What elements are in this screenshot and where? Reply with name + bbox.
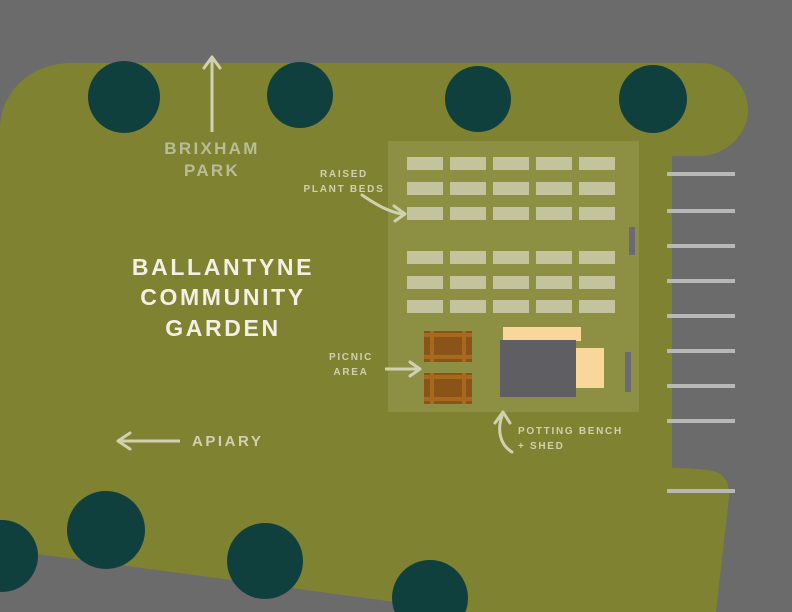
shed	[500, 340, 576, 397]
plant-bed	[493, 207, 529, 220]
parking-stall-line	[667, 279, 735, 283]
parking-stall-line	[667, 384, 735, 388]
walking-path-wedge	[0, 554, 430, 612]
gate-post	[629, 227, 635, 255]
picnic-area-arrow-icon	[385, 360, 422, 378]
plant-bed	[450, 276, 486, 289]
plant-bed	[407, 276, 443, 289]
garden-name-label: BALLANTYNE COMMUNITY GARDEN	[131, 254, 315, 341]
plant-bed	[407, 300, 443, 313]
parking-stall-lines	[667, 172, 735, 493]
plant-bed	[579, 182, 615, 195]
tree-icon	[619, 65, 687, 133]
raised-plant-beds-label: RAISED PLANT BEDS	[303, 169, 385, 195]
plant-bed	[579, 276, 615, 289]
plant-bed	[493, 276, 529, 289]
plant-bed	[493, 157, 529, 170]
park-name-label: BRIXHAM PARK	[164, 139, 260, 181]
plant-bed	[536, 276, 572, 289]
plant-bed	[536, 300, 572, 313]
tree-icon	[88, 61, 160, 133]
tree-icon	[445, 66, 511, 132]
parking-stall-line	[667, 349, 735, 353]
potting-bench	[576, 348, 604, 388]
plant-bed	[407, 182, 443, 195]
apiary-direction-arrow-icon	[116, 431, 180, 451]
parking-stall-line	[667, 489, 735, 493]
plant-bed	[407, 207, 443, 220]
park-direction-arrow-icon	[202, 55, 222, 132]
picnic-table	[424, 331, 472, 362]
potting-bench-arrow-icon	[493, 410, 514, 454]
picnic-table	[424, 373, 472, 404]
plant-bed	[536, 207, 572, 220]
tree-icon	[227, 523, 303, 599]
gate-post	[625, 352, 631, 392]
plant-bed	[579, 207, 615, 220]
potting-bench-shed-label: POTTING BENCH + SHED	[518, 426, 623, 452]
plant-bed	[450, 300, 486, 313]
plant-bed	[579, 157, 615, 170]
plant-bed	[450, 182, 486, 195]
plant-bed	[450, 207, 486, 220]
parking-stall-line	[667, 419, 735, 423]
tree-icon	[267, 62, 333, 128]
parking-stall-line	[667, 314, 735, 318]
parking-stall-line	[667, 209, 735, 213]
tree-icon	[67, 491, 145, 569]
plant-bed	[493, 251, 529, 264]
plant-bed	[407, 251, 443, 264]
raised-plant-beds-block-upper	[407, 157, 615, 220]
parking-stall-line	[667, 172, 735, 176]
plant-bed	[450, 157, 486, 170]
plant-bed	[579, 300, 615, 313]
plant-bed	[536, 157, 572, 170]
plant-bed	[536, 182, 572, 195]
plant-bed	[493, 182, 529, 195]
raised-plant-beds-arrow-icon	[360, 193, 407, 223]
plant-bed	[493, 300, 529, 313]
plant-bed	[579, 251, 615, 264]
raised-plant-beds-block-lower	[407, 251, 615, 313]
plant-bed	[450, 251, 486, 264]
plant-bed	[536, 251, 572, 264]
parking-stall-line	[667, 244, 735, 248]
tree-icon	[392, 560, 468, 612]
potting-bench	[503, 327, 581, 341]
tree-icon	[0, 520, 38, 592]
plant-bed	[407, 157, 443, 170]
picnic-area-label: PICNIC AREA	[328, 352, 374, 378]
apiary-label: APIARY	[192, 433, 264, 450]
